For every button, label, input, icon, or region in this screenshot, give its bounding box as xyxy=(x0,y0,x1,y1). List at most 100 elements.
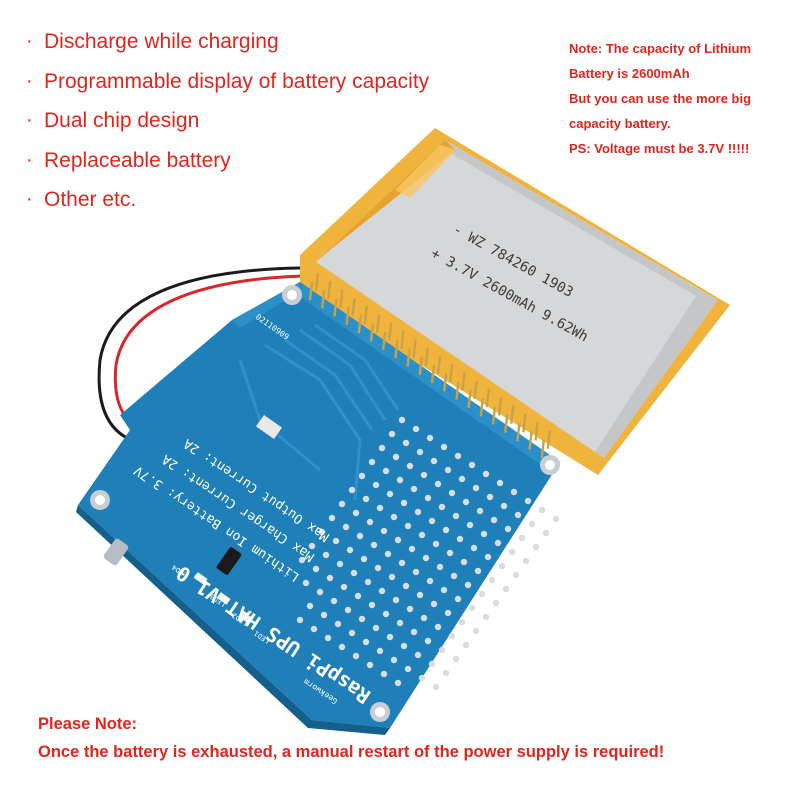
proto-hole xyxy=(308,542,316,550)
proto-hole xyxy=(426,434,434,442)
proto-hole xyxy=(420,614,428,622)
proto-hole xyxy=(452,655,460,663)
proto-hole xyxy=(398,559,406,567)
proto-hole xyxy=(432,540,440,548)
proto-hole xyxy=(362,495,370,503)
proto-hole xyxy=(404,522,412,530)
proto-hole xyxy=(378,587,386,595)
feature-item: ·Discharge while charging xyxy=(26,28,429,68)
proto-hole xyxy=(402,582,410,590)
proto-hole xyxy=(440,586,448,594)
proto-hole xyxy=(446,549,454,557)
proto-hole xyxy=(326,574,334,582)
proto-hole xyxy=(382,467,390,475)
proto-hole xyxy=(396,619,404,627)
proto-hole xyxy=(382,610,390,618)
proto-hole xyxy=(528,520,536,528)
header-pin xyxy=(382,331,387,350)
proto-hole xyxy=(430,600,438,608)
proto-hole xyxy=(360,555,368,563)
proto-hole xyxy=(454,595,462,603)
header-pin xyxy=(321,290,326,309)
feature-list: ·Discharge while charging·Programmable d… xyxy=(26,28,429,226)
proto-hole xyxy=(356,532,364,540)
proto-hole xyxy=(296,616,304,624)
proto-hole xyxy=(538,506,546,514)
proto-hole xyxy=(524,497,532,505)
proto-hole xyxy=(440,443,448,451)
header-pin xyxy=(534,422,539,441)
proto-hole xyxy=(436,563,444,571)
proto-hole xyxy=(404,665,412,673)
proto-hole xyxy=(366,518,374,526)
proto-hole xyxy=(444,609,452,617)
proto-hole xyxy=(362,638,370,646)
header-pin xyxy=(473,380,478,400)
proto-hole xyxy=(484,553,492,561)
proto-hole xyxy=(406,462,414,470)
board-traces xyxy=(238,323,400,501)
proto-hole xyxy=(450,572,458,580)
proto-hole xyxy=(500,502,508,510)
proto-hole xyxy=(298,556,306,564)
proto-hole xyxy=(522,557,530,565)
proto-hole xyxy=(352,652,360,660)
proto-hole xyxy=(418,674,426,682)
header-pin xyxy=(528,431,533,450)
proto-hole xyxy=(368,458,376,466)
feature-text: Replaceable battery xyxy=(44,148,231,172)
proto-hole xyxy=(342,523,350,531)
proto-hole xyxy=(358,472,366,480)
gpio-header-pins xyxy=(308,272,551,458)
proto-hole xyxy=(428,660,436,668)
proto-hole xyxy=(390,513,398,521)
prototyping-holes xyxy=(296,416,560,691)
header-pin xyxy=(491,406,497,425)
proto-hole xyxy=(496,479,504,487)
proto-hole xyxy=(400,642,408,650)
proto-hole xyxy=(418,531,426,539)
header-pin xyxy=(388,322,393,341)
proto-hole xyxy=(410,485,418,493)
proto-hole xyxy=(324,634,332,642)
proto-hole xyxy=(376,647,384,655)
restart-note-heading: Please Note: xyxy=(38,715,138,733)
proto-hole xyxy=(464,581,472,589)
proto-hole xyxy=(442,526,450,534)
proto-hole xyxy=(330,597,338,605)
proto-hole xyxy=(338,643,346,651)
header-pin xyxy=(375,314,381,333)
proto-hole xyxy=(396,476,404,484)
header-pin xyxy=(351,297,356,317)
proto-hole xyxy=(388,430,396,438)
proto-hole xyxy=(416,591,424,599)
header-pin xyxy=(369,323,375,342)
proto-hole xyxy=(486,493,494,501)
proto-hole xyxy=(344,606,352,614)
proto-hole xyxy=(508,548,516,556)
proto-hole xyxy=(458,618,466,626)
proto-hole xyxy=(482,470,490,478)
proto-hole xyxy=(448,632,456,640)
proto-hole xyxy=(392,453,400,461)
proto-hole xyxy=(448,489,456,497)
proto-hole xyxy=(438,646,446,654)
proto-hole xyxy=(438,503,446,511)
header-pin xyxy=(546,430,551,449)
proto-hole xyxy=(386,633,394,641)
proto-hole xyxy=(502,585,510,593)
header-pin xyxy=(522,413,527,433)
proto-hole xyxy=(336,560,344,568)
proto-hole xyxy=(468,461,476,469)
proto-hole xyxy=(386,490,394,498)
proto-hole xyxy=(302,579,310,587)
header-pin xyxy=(394,339,399,359)
proto-hole xyxy=(434,623,442,631)
proto-hole xyxy=(422,554,430,562)
proto-hole xyxy=(380,527,388,535)
proto-hole xyxy=(376,504,384,512)
proto-hole xyxy=(372,481,380,489)
proto-hole xyxy=(350,569,358,577)
capacity-note-line-1: Note: The capacity of Lithium xyxy=(569,41,752,56)
